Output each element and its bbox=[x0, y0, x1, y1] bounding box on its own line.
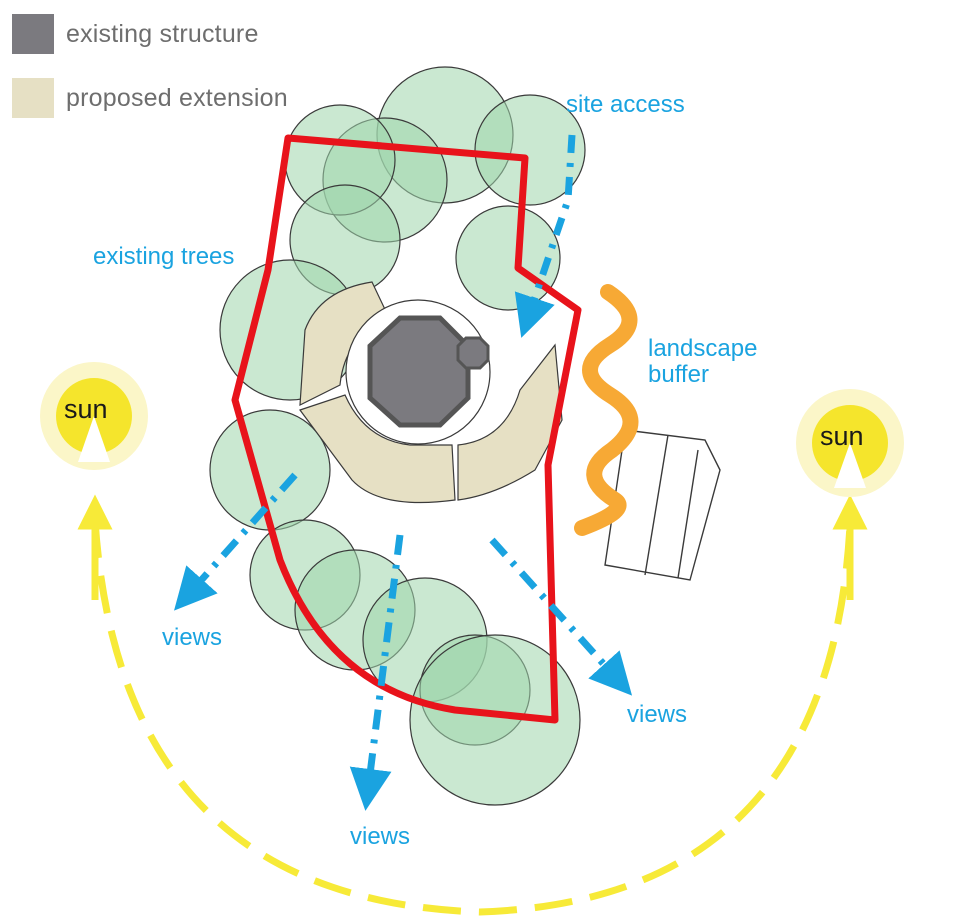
label-buffer: buffer bbox=[648, 361, 709, 388]
existing-structure bbox=[345, 299, 491, 445]
legend-existing-structure: existing structure bbox=[12, 14, 259, 54]
label-site-access: site access bbox=[566, 91, 685, 118]
views-arrow-left bbox=[174, 472, 298, 611]
views-arrow-right bbox=[489, 537, 633, 696]
tree-canopy bbox=[474, 94, 586, 206]
landscape-buffer bbox=[574, 284, 639, 536]
legend-label-existing: existing structure bbox=[66, 19, 259, 48]
sun-right-icon bbox=[796, 389, 904, 497]
label-landscape: landscape bbox=[648, 335, 758, 362]
tree-canopy bbox=[409, 634, 581, 806]
label-sun-left: sun bbox=[64, 394, 108, 424]
legend-proposed-extension: proposed extension bbox=[12, 78, 288, 118]
legend-swatch-existing bbox=[12, 14, 54, 54]
label-views-bottom: views bbox=[350, 823, 411, 850]
sun-path-arc bbox=[91, 519, 854, 916]
label-views-right: views bbox=[627, 701, 688, 728]
legend-swatch-proposed bbox=[12, 78, 54, 118]
label-views-left: views bbox=[162, 624, 223, 651]
legend-label-proposed: proposed extension bbox=[66, 83, 288, 112]
site-boundary bbox=[231, 134, 582, 724]
label-existing-trees: existing trees bbox=[93, 243, 235, 270]
neighbouring-building bbox=[604, 429, 721, 581]
sun-left-icon bbox=[40, 362, 148, 470]
proposed-extension bbox=[299, 281, 563, 504]
tree-canopy bbox=[455, 205, 561, 311]
label-sun-right: sun bbox=[820, 421, 864, 451]
